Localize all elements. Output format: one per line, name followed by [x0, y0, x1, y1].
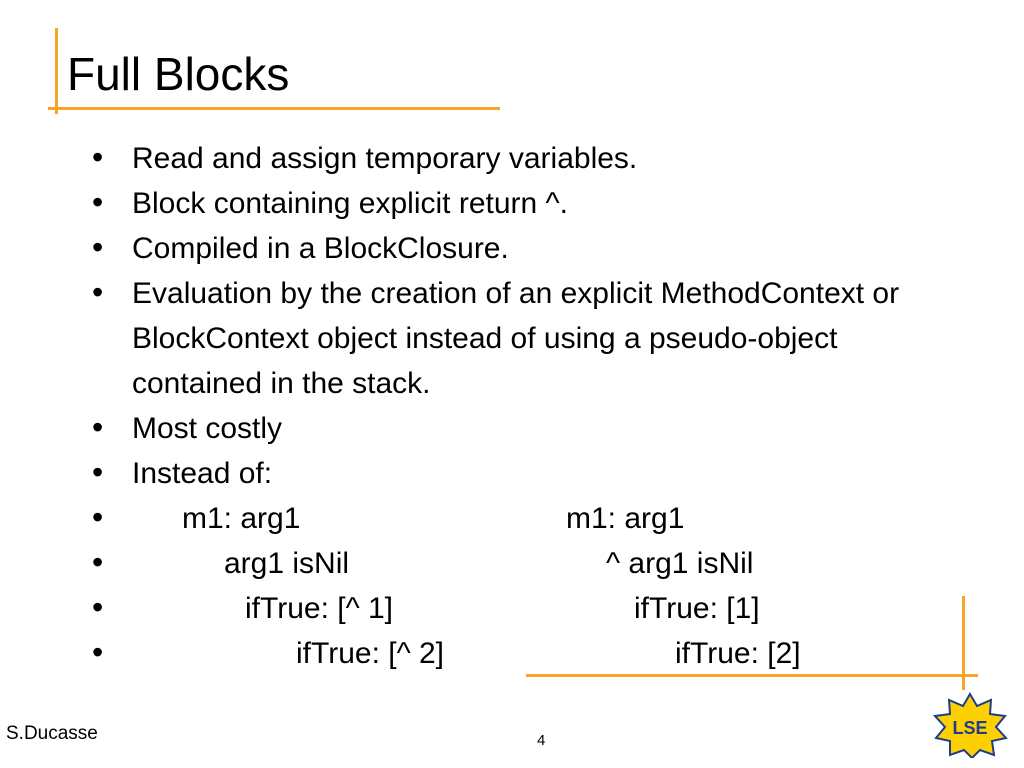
- code-right-line: ifTrue: [1]: [634, 592, 760, 625]
- bullet-dot-icon: •: [92, 634, 104, 670]
- bullet-text: Block containing explicit return ^.: [132, 187, 568, 220]
- accent-horizontal-line-bottom: [526, 674, 978, 677]
- bullet-item: • Evaluation by the creation of an expli…: [92, 271, 992, 406]
- code-row: • arg1 isNil ^ arg1 isNil: [92, 541, 992, 586]
- code-right-line: ifTrue: [2]: [675, 637, 801, 670]
- bullet-dot-icon: •: [92, 544, 104, 580]
- logo-star-shape: [932, 692, 1008, 758]
- bullet-dot-icon: •: [92, 454, 104, 490]
- accent-vertical-line-top: [55, 28, 58, 114]
- code-left-line: ifTrue: [^ 2]: [296, 637, 445, 670]
- accent-horizontal-line-top: [48, 107, 500, 110]
- code-row: • m1: arg1 m1: arg1: [92, 496, 992, 541]
- bullet-item: • Compiled in a BlockClosure.: [92, 226, 992, 271]
- bullet-text: Compiled in a BlockClosure.: [132, 232, 509, 265]
- slide-title: Full Blocks: [67, 48, 290, 100]
- bullet-text: Most costly: [132, 412, 283, 445]
- bullet-list: • Read and assign temporary variables. •…: [92, 136, 992, 676]
- bullet-item: • Read and assign temporary variables.: [92, 136, 992, 181]
- bullet-text: Evaluation by the creation of an explici…: [132, 277, 900, 400]
- logo-text: LSE: [952, 718, 987, 738]
- bullet-dot-icon: •: [92, 589, 104, 625]
- bullet-dot-icon: •: [92, 229, 104, 265]
- code-row: • ifTrue: [^ 1] ifTrue: [1]: [92, 586, 992, 631]
- code-right-line: m1: arg1: [566, 502, 685, 535]
- footer-author: S.Ducasse: [6, 723, 98, 744]
- bullet-dot-icon: •: [92, 409, 104, 445]
- code-left-line: ifTrue: [^ 1]: [245, 592, 394, 625]
- bullet-dot-icon: •: [92, 139, 104, 175]
- code-right-line: ^ arg1 isNil: [606, 547, 754, 580]
- code-row: • ifTrue: [^ 2] ifTrue: [2]: [92, 631, 992, 676]
- bullet-item: • Instead of:: [92, 451, 992, 496]
- lse-logo-icon: LSE: [932, 692, 1008, 758]
- page-number: 4: [537, 732, 546, 749]
- code-left-line: arg1 isNil: [224, 547, 350, 580]
- bullet-text: Instead of:: [132, 457, 273, 490]
- bullet-dot-icon: •: [92, 274, 104, 310]
- accent-vertical-line-bottom: [962, 596, 965, 690]
- bullet-item: • Block containing explicit return ^.: [92, 181, 992, 226]
- bullet-item: • Most costly: [92, 406, 992, 451]
- bullet-text: Read and assign temporary variables.: [132, 142, 638, 175]
- bullet-dot-icon: •: [92, 184, 104, 220]
- bullet-dot-icon: •: [92, 499, 104, 535]
- code-left-line: m1: arg1: [182, 502, 301, 535]
